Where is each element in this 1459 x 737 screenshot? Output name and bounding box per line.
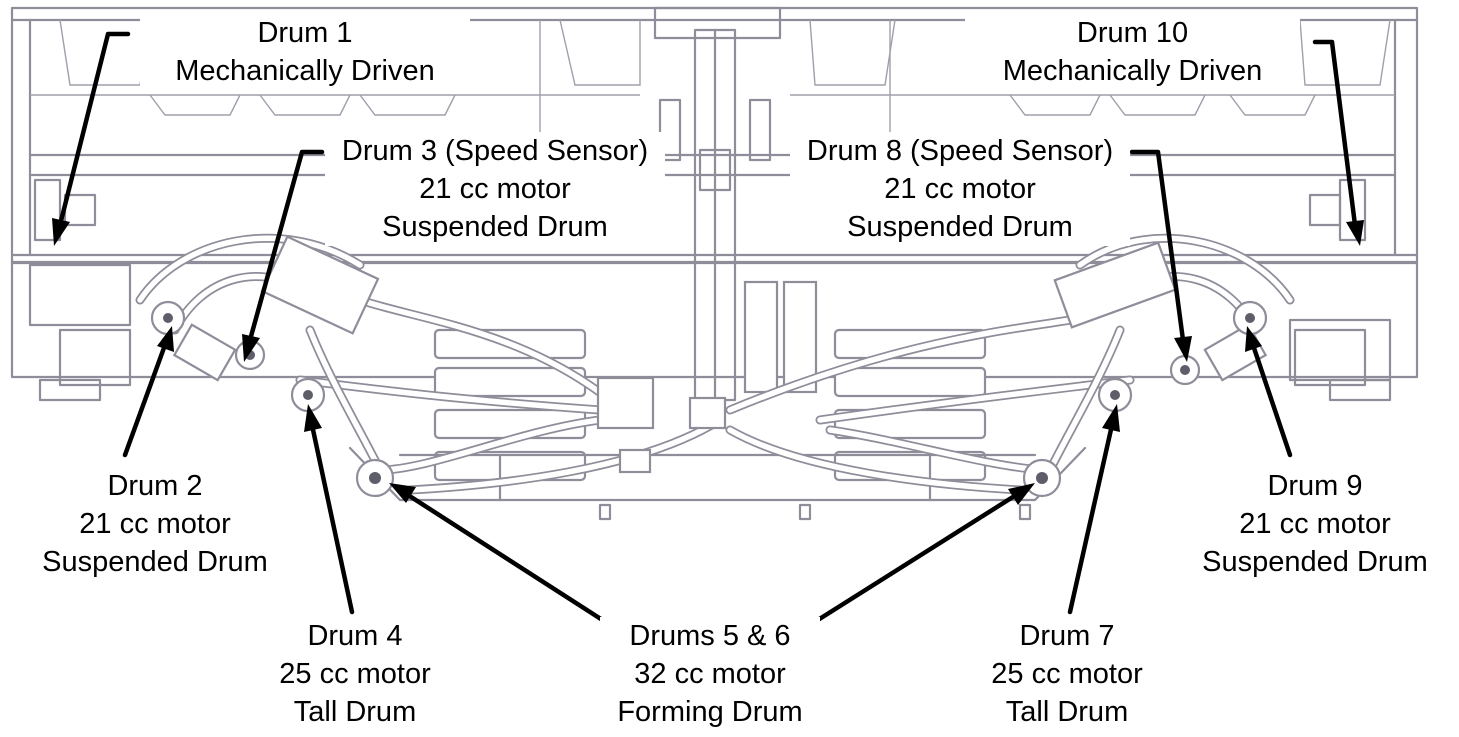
callout-drum3-type: Suspended Drum — [382, 211, 608, 243]
callout-drum8-motor: 21 cc motor — [884, 173, 1036, 205]
callout-drums5-6-motor: 32 cc motor — [634, 658, 786, 690]
callout-drum4-type: Tall Drum — [293, 696, 417, 728]
callout-drum4: Drum 4 25 cc motor Tall Drum — [260, 617, 450, 731]
callout-drum3: Drum 3 (Speed Sensor) 21 cc motor Suspen… — [325, 132, 665, 246]
arrow-drum2 — [122, 342, 168, 458]
drum-motors — [150, 300, 1268, 498]
callout-drum8: Drum 8 (Speed Sensor) 21 cc motor Suspen… — [790, 132, 1130, 246]
callout-drum8-title: Drum 8 (Speed Sensor) — [806, 135, 1114, 167]
callout-drum8-type: Suspended Drum — [847, 211, 1073, 243]
callout-drum7: Drum 7 25 cc motor Tall Drum — [972, 617, 1162, 731]
callout-drums5-6-title: Drums 5 & 6 — [629, 620, 791, 652]
arrow-drum4 — [309, 422, 355, 615]
callout-drum1: Drum 1 Mechanically Driven — [140, 14, 470, 90]
callout-drum2: Drum 2 21 cc motor Suspended Drum — [25, 467, 285, 581]
arrow-drum10 — [1312, 39, 1358, 228]
callout-drum7-title: Drum 7 — [1019, 620, 1115, 652]
callout-drum10-title: Drum 10 — [1076, 17, 1189, 49]
callout-drums5-6: Drums 5 & 6 32 cc motor Forming Drum — [600, 617, 820, 731]
callout-drum10-note: Mechanically Driven — [1002, 55, 1263, 87]
callout-drum4-title: Drum 4 — [307, 620, 403, 652]
arrow-drum7 — [1067, 422, 1115, 615]
callout-drum2-type: Suspended Drum — [42, 546, 268, 578]
callout-drums5-6-type: Forming Drum — [617, 696, 803, 728]
arrow-drum3 — [247, 149, 325, 343]
callout-drum10: Drum 10 Mechanically Driven — [965, 14, 1300, 90]
leader-arrows — [52, 31, 1364, 633]
arrow-drum1 — [57, 31, 131, 228]
valve-blocks — [172, 235, 1268, 474]
callout-drum9: Drum 9 21 cc motor Suspended Drum — [1185, 467, 1445, 581]
callout-drum2-motor: 21 cc motor — [79, 508, 231, 540]
callout-drum2-title: Drum 2 — [107, 470, 203, 502]
callout-drum9-type: Suspended Drum — [1202, 546, 1428, 578]
callout-drum9-title: Drum 9 — [1267, 470, 1363, 502]
callout-drum7-type: Tall Drum — [1005, 696, 1129, 728]
arrow-drums5-left — [405, 492, 621, 633]
callout-drum1-title: Drum 1 — [257, 17, 353, 49]
callout-drum7-motor: 25 cc motor — [991, 658, 1143, 690]
callout-drum3-title: Drum 3 (Speed Sensor) — [341, 135, 649, 167]
callout-drum1-note: Mechanically Driven — [175, 55, 435, 87]
arrow-drum9 — [1250, 342, 1293, 458]
callout-drum4-motor: 25 cc motor — [279, 658, 431, 690]
arrow-drum8 — [1129, 149, 1186, 343]
arrow-drums5-right — [799, 492, 1019, 633]
callout-drum3-motor: 21 cc motor — [419, 173, 571, 205]
callout-drum9-motor: 21 cc motor — [1239, 508, 1391, 540]
